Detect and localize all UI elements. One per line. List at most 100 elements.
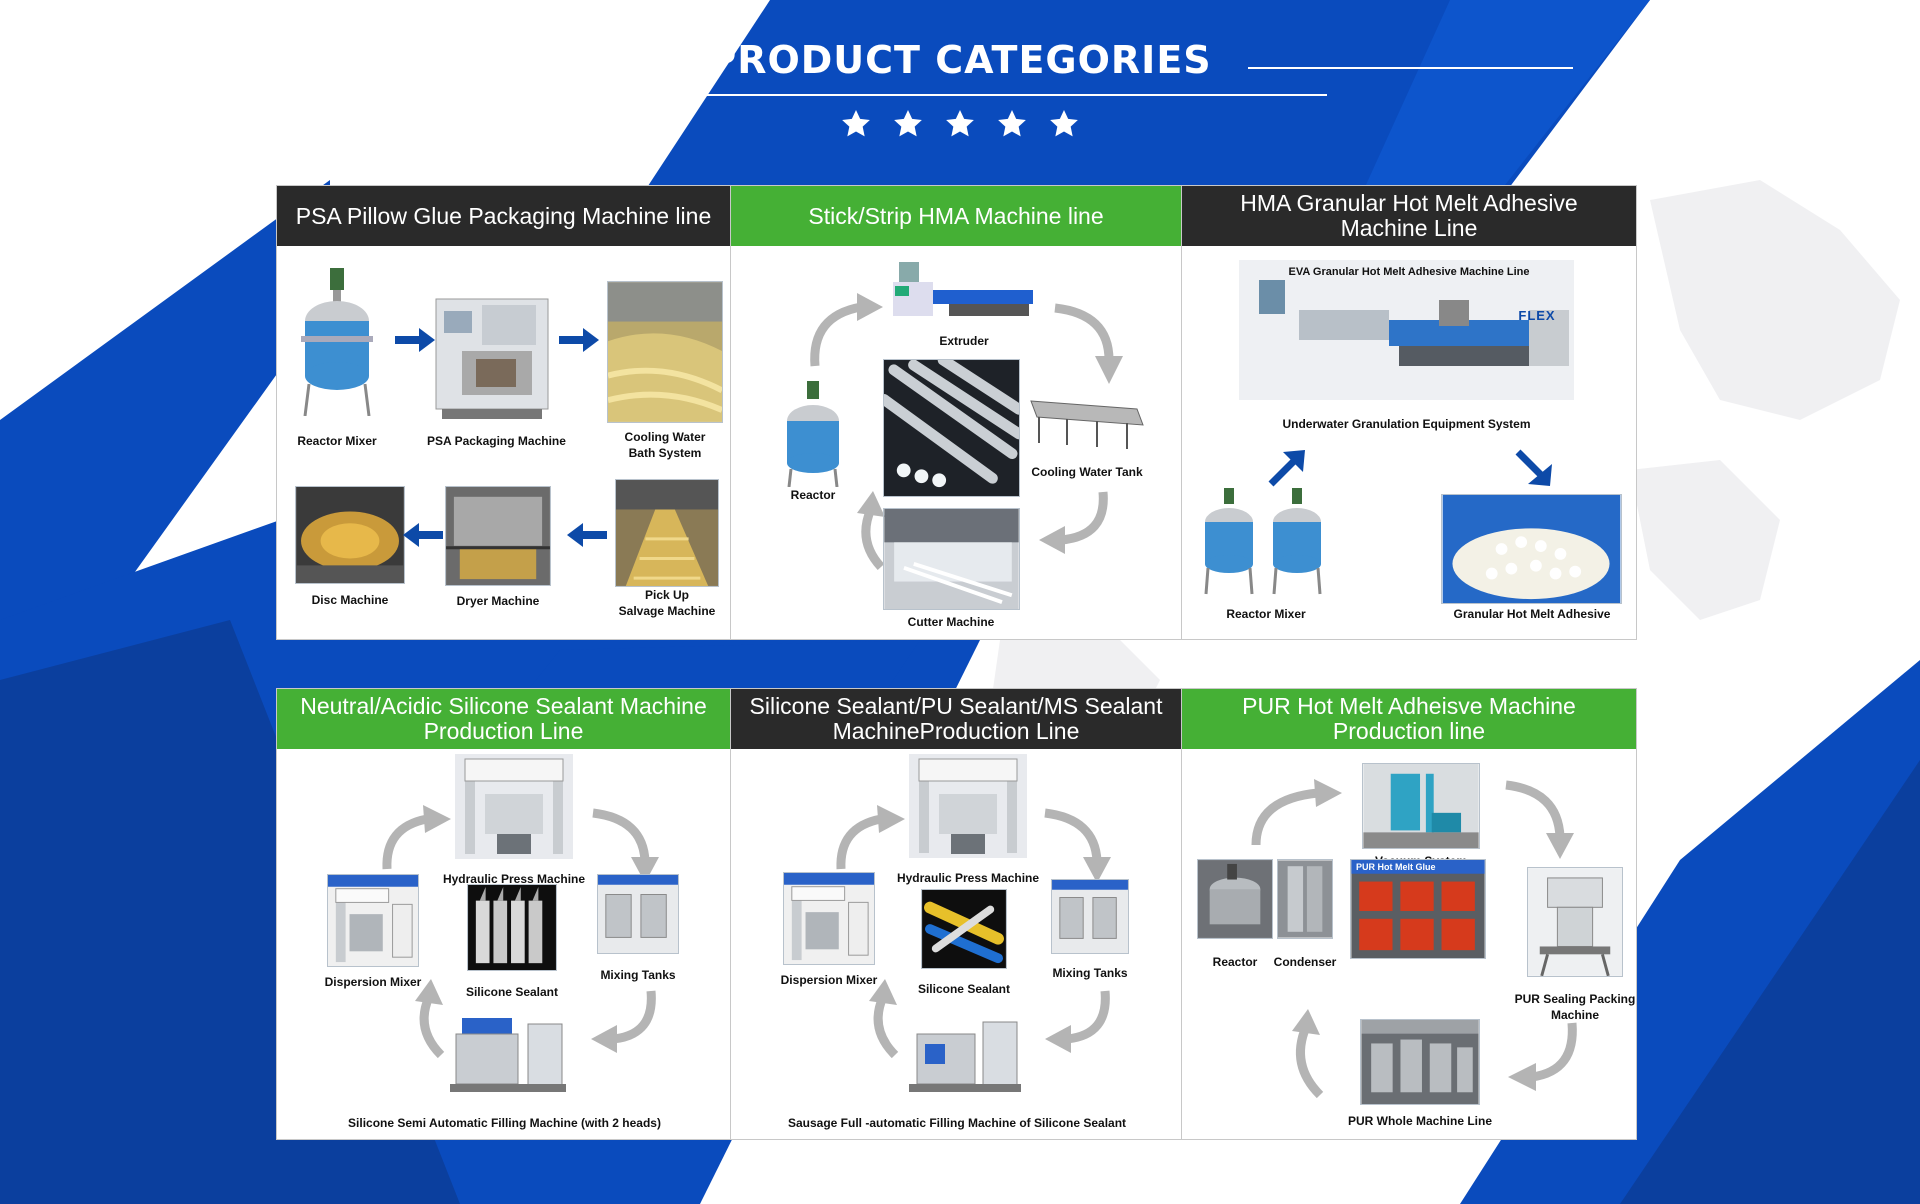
curved-arrow-icon	[857, 491, 885, 571]
vacuum-system-image	[1362, 763, 1480, 849]
item-label: Cutter Machine	[907, 615, 995, 629]
page-title: PRODUCT CATEGORIES	[708, 38, 1212, 82]
item-label: Dryer Machine	[456, 594, 540, 608]
curved-arrow-icon	[869, 979, 899, 1059]
item-label: Reactor	[1212, 955, 1258, 969]
granular-adhesive-image	[1441, 494, 1622, 604]
reactor-mixer-image	[1202, 486, 1330, 596]
hydraulic-press-image	[455, 754, 573, 859]
item-label: Reactor	[790, 488, 836, 502]
item-label: Mixing Tanks	[600, 968, 676, 982]
rating-stars	[840, 108, 1080, 140]
item-label: Cooling Water Bath System	[624, 430, 706, 460]
silicone-sealant-image	[921, 889, 1007, 969]
item-label: Underwater Granulation Equipment System	[1282, 417, 1531, 431]
pur-whole-machine-line-image	[1360, 1019, 1480, 1105]
item-label: Pick Up Salvage Machine	[618, 588, 716, 618]
item-label: Granular Hot Melt Adhesive	[1453, 607, 1611, 621]
cutter-machine-image	[883, 508, 1020, 610]
item-label: Extruder	[939, 334, 989, 348]
panel-title: Stick/Strip HMA Machine line	[731, 186, 1181, 246]
item-label: PUR Whole Machine Line	[1347, 1114, 1492, 1128]
curved-arrow-icon	[1054, 303, 1123, 384]
panel-silicone-pu-ms-sealant[interactable]: Silicone Sealant/PU Sealant/MS Sealant M…	[730, 688, 1182, 1140]
curved-arrow-icon	[1505, 780, 1574, 859]
curved-arrow-icon	[810, 293, 883, 367]
mixing-tanks-image	[597, 874, 679, 954]
reactor-image	[781, 379, 845, 487]
panel-psa-pillow-glue[interactable]: PSA Pillow Glue Packaging Machine line R…	[276, 185, 731, 640]
title-underline	[662, 94, 1327, 96]
star-icon	[894, 110, 922, 137]
item-label: Disc Machine	[311, 593, 389, 607]
sausage-filling-machine-image	[903, 1014, 1025, 1094]
semi-automatic-filling-image	[442, 1014, 572, 1094]
mixing-tanks-image	[1051, 879, 1129, 954]
reactor-mixer-image	[297, 266, 377, 416]
item-label: Reactor Mixer	[1226, 607, 1306, 621]
panel-title: HMA Granular Hot Melt Adhesive Machine L…	[1182, 186, 1636, 246]
item-label: PSA Packaging Machine	[427, 434, 566, 448]
star-icon	[998, 110, 1026, 137]
dispersion-mixer-image	[327, 874, 419, 967]
cooling-water-bath-image	[607, 281, 723, 423]
item-label: Hydraulic Press Machine	[896, 871, 1040, 885]
star-icon	[946, 110, 974, 137]
psa-packaging-machine-image	[432, 291, 552, 421]
panel-title: PSA Pillow Glue Packaging Machine line	[277, 186, 730, 246]
glue-sticks-image	[883, 359, 1020, 497]
pur-hot-melt-glue-image	[1350, 859, 1486, 959]
curved-arrow-icon	[1039, 491, 1108, 554]
item-label: Sausage Full -automatic Filling Machine …	[787, 1116, 1127, 1130]
curved-arrow-icon	[591, 990, 656, 1053]
curved-arrow-icon	[382, 805, 451, 870]
title-rule-right	[1248, 67, 1573, 69]
item-label: Cooling Water Tank	[1031, 465, 1143, 479]
curved-arrow-icon	[1508, 1022, 1577, 1091]
curved-arrow-icon	[1044, 808, 1111, 883]
item-label: Dispersion Mixer	[780, 973, 878, 987]
item-label: Hydraulic Press Machine	[442, 872, 586, 886]
disc-machine-image	[295, 486, 405, 584]
item-label: Reactor Mixer	[297, 434, 377, 448]
arrow-down-right-icon	[1514, 448, 1554, 493]
panel-pur-hot-melt[interactable]: PUR Hot Melt Adheisve Machine Production…	[1181, 688, 1637, 1140]
arrow-up-right-icon	[1267, 448, 1307, 493]
image-caption: EVA Granular Hot Melt Adhesive Machine L…	[1288, 266, 1530, 278]
curved-arrow-icon	[836, 805, 905, 870]
curved-arrow-icon	[1251, 779, 1342, 846]
item-label: Silicone Sealant	[917, 982, 1011, 996]
item-label: PUR Sealing Packing Machine	[1514, 992, 1636, 1022]
silicone-sealant-image	[467, 884, 557, 971]
item-label: Mixing Tanks	[1052, 966, 1128, 980]
panel-stick-strip-hma[interactable]: Stick/Strip HMA Machine line Extruder Re…	[730, 185, 1182, 640]
curved-arrow-icon	[415, 979, 445, 1059]
curved-arrow-icon	[592, 808, 659, 883]
reactor-image	[1197, 859, 1273, 939]
item-label: Condenser	[1273, 955, 1337, 969]
item-label: Silicone Semi Automatic Filling Machine …	[348, 1116, 661, 1130]
panel-title: Silicone Sealant/PU Sealant/MS Sealant M…	[731, 689, 1181, 749]
star-icon	[1050, 110, 1078, 137]
pick-up-salvage-image	[615, 479, 719, 587]
hydraulic-press-image	[909, 754, 1027, 858]
arrow-right-icon	[395, 328, 435, 357]
flex-logo: FLEX	[1518, 308, 1556, 323]
arrow-right-icon	[559, 328, 599, 357]
arrow-left-icon	[567, 523, 607, 552]
dryer-machine-image	[445, 486, 551, 586]
cooling-water-tank-image	[1027, 391, 1147, 451]
panel-neutral-acidic-silicone[interactable]: Neutral/Acidic Silicone Sealant Machine …	[276, 688, 731, 1140]
star-icon	[842, 110, 870, 137]
panel-hma-granular[interactable]: HMA Granular Hot Melt Adhesive Machine L…	[1181, 185, 1637, 640]
item-label: Dispersion Mixer	[324, 975, 422, 989]
panel-title: PUR Hot Melt Adheisve Machine Production…	[1182, 689, 1636, 749]
eva-granular-line-image	[1239, 260, 1574, 400]
pur-sealing-packing-image	[1527, 867, 1623, 977]
panel-title: Neutral/Acidic Silicone Sealant Machine …	[277, 689, 730, 749]
condenser-image	[1277, 859, 1333, 939]
curved-arrow-icon	[1045, 990, 1110, 1053]
dispersion-mixer-image	[783, 872, 875, 965]
curved-arrow-icon	[1292, 1009, 1324, 1099]
image-caption: PUR Hot Melt Glue	[1356, 862, 1436, 872]
